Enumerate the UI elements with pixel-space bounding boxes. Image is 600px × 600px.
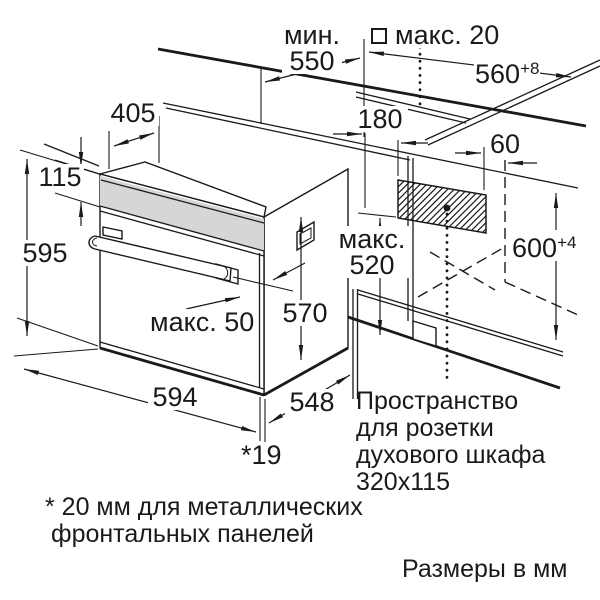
niche-wall-foot <box>412 320 437 347</box>
worktop-lines <box>43 47 600 189</box>
socket-space-hatched <box>397 179 487 234</box>
dim-560-tolerance: +8 <box>520 59 540 78</box>
footnote-line-1: * 20 мм для металлических <box>45 493 363 521</box>
worktop-overhang-square-icon <box>371 28 387 44</box>
dimension-560 <box>368 51 572 78</box>
oven-control-panel <box>100 176 264 251</box>
dim-min-550: 550 <box>282 48 342 75</box>
dim-405: 405 <box>107 100 159 127</box>
dimension-180 <box>333 131 428 208</box>
dimension-max50 <box>185 262 306 310</box>
dim-max-520: макс. 520 <box>334 226 410 279</box>
handle-mount-left <box>102 226 123 240</box>
dim-115: 115 <box>36 164 84 191</box>
dim-594: 594 <box>148 384 202 411</box>
oven-handle <box>88 235 232 282</box>
dim-max-20: макс. 20 <box>394 20 501 50</box>
dim-min-word: мин. <box>282 20 342 50</box>
dimension-405 <box>108 116 160 169</box>
niche <box>347 45 579 399</box>
socket-dot <box>443 204 451 212</box>
dimension-60 <box>455 147 537 190</box>
dim-600: 600+4 <box>511 230 578 262</box>
dim-595: 595 <box>19 240 71 267</box>
dim-19: *19 <box>240 440 283 470</box>
oven-side-face <box>263 167 349 397</box>
oven <box>88 161 349 397</box>
units-note: Размеры в мм <box>402 555 568 583</box>
dim-180: 180 <box>352 106 408 133</box>
footnote-line-2: фронтальных панелей <box>51 520 314 548</box>
dim-600-tolerance: +4 <box>557 233 577 252</box>
dimension-594 <box>13 348 257 433</box>
dim-548: 548 <box>285 389 339 416</box>
dim-570: 570 <box>280 300 330 327</box>
dim-60: 60 <box>486 131 524 158</box>
dim-max-50: макс. 50 <box>149 307 256 337</box>
dim-560: 560+8 <box>474 56 541 88</box>
dimension-19 <box>259 397 266 443</box>
socket-note: Пространство для розетки духового шкафа … <box>356 387 546 496</box>
